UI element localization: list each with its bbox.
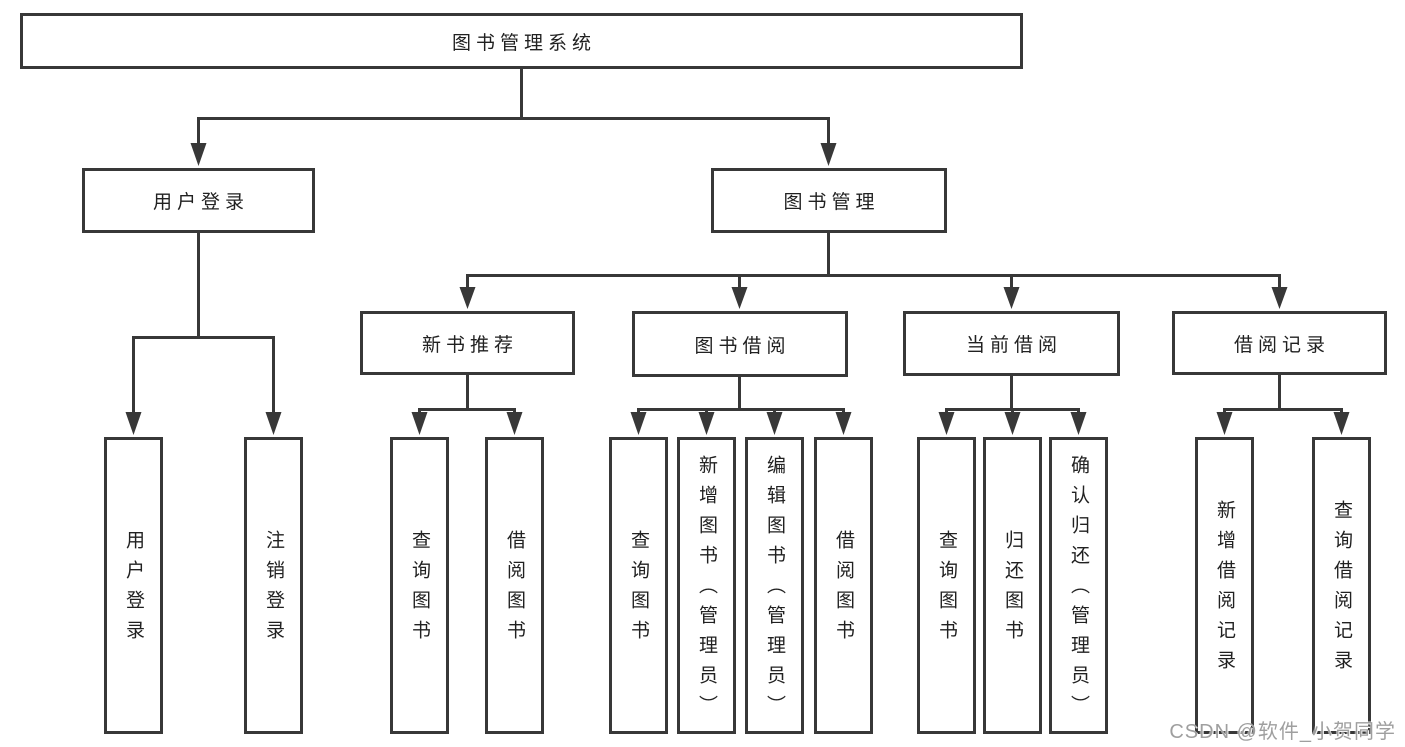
- node-current-borrow-label: 当前借阅: [965, 335, 1062, 356]
- edge-group2-rail: [637, 408, 845, 418]
- leaf-logout: 注销登录: [244, 437, 303, 734]
- edge-group1-rail: [418, 408, 516, 418]
- node-new-book-recommend-label: 新书推荐: [421, 334, 518, 356]
- leaf-query-borrow-record: 查询借阅记录: [1312, 437, 1371, 734]
- node-book-borrow: 图书借阅: [632, 311, 848, 377]
- node-user-login: 用户登录: [82, 168, 315, 233]
- leaf-confirm-return-admin: 确认归还（管理员）: [1049, 437, 1108, 734]
- leaf-user-login: 用户登录: [104, 437, 163, 734]
- node-borrow-records-label: 借阅记录: [1233, 334, 1330, 356]
- node-root-label: 图书管理系统: [451, 32, 596, 54]
- node-book-borrow-label: 图书借阅: [694, 335, 791, 357]
- leaf-query-book-borrow: 查询图书: [609, 437, 668, 734]
- node-borrow-records: 借阅记录: [1172, 311, 1387, 375]
- arrowheads: [125, 143, 1350, 435]
- leaf-edit-book-admin: 编辑图书（管理员）: [745, 437, 804, 734]
- leaf-query-book-current: 查询图书: [917, 437, 976, 734]
- leaf-borrow-book-recommend: 借阅图书: [485, 437, 544, 734]
- node-book-management-label: 图书管理: [783, 192, 880, 213]
- node-user-login-label: 用户登录: [152, 192, 249, 213]
- node-current-borrow: 当前借阅: [903, 311, 1120, 376]
- edge-group4-rail: [1223, 408, 1343, 418]
- node-book-management: 图书管理: [711, 168, 947, 233]
- leaf-add-book-admin: 新增图书（管理员）: [677, 437, 736, 734]
- leaf-add-borrow-record: 新增借阅记录: [1195, 437, 1254, 734]
- edge-user-login-rail: [132, 336, 275, 414]
- edge-level2-rail: [197, 117, 830, 146]
- leaf-query-book-recommend: 查询图书: [390, 437, 449, 734]
- csdn-watermark: CSDN @软件_小贺同学: [1169, 721, 1396, 743]
- leaf-return-book: 归还图书: [983, 437, 1042, 734]
- node-new-book-recommend: 新书推荐: [360, 311, 575, 375]
- leaf-borrow-book: 借阅图书: [814, 437, 873, 734]
- edge-level3-rail: [466, 274, 1281, 290]
- node-root: 图书管理系统: [20, 13, 1023, 69]
